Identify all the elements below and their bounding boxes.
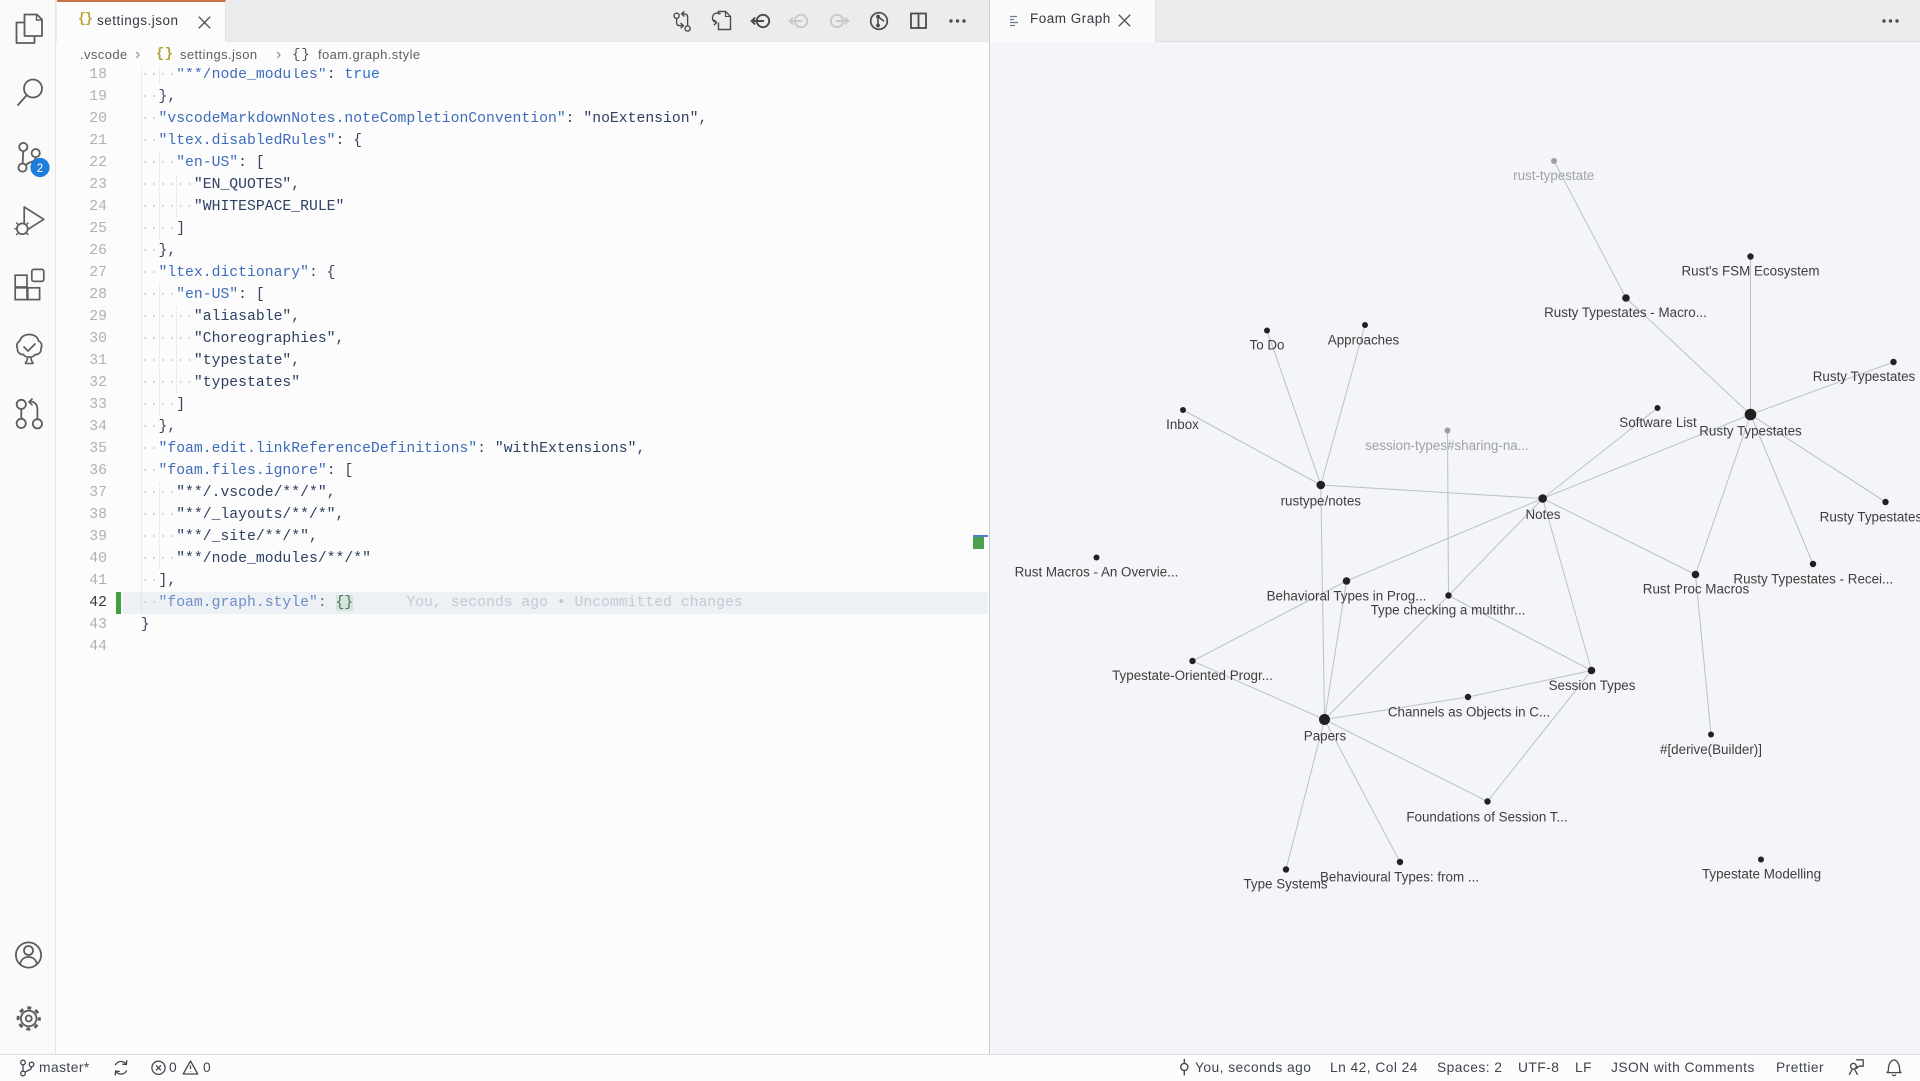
svg-text:Rusty Typestates: Rusty Typestates: [1699, 423, 1802, 438]
svg-text:Behavioral Types in Prog...: Behavioral Types in Prog...: [1267, 588, 1427, 603]
svg-text:Software List: Software List: [1619, 415, 1697, 430]
svg-text:Typestate Modelling: Typestate Modelling: [1702, 866, 1821, 881]
svg-text:Foundations of Session T...: Foundations of Session T...: [1406, 809, 1567, 824]
svg-text:To Do: To Do: [1250, 337, 1285, 352]
svg-text:rust-typestate: rust-typestate: [1513, 168, 1594, 183]
svg-text:Approaches: Approaches: [1328, 332, 1400, 347]
svg-text:Type Systems: Type Systems: [1243, 876, 1327, 891]
svg-text:Inbox: Inbox: [1166, 417, 1199, 432]
svg-text:Rusty Typestates - Recei...: Rusty Typestates - Recei...: [1733, 571, 1893, 586]
svg-text:Channels as Objects in C...: Channels as Objects in C...: [1388, 704, 1550, 719]
svg-text:Rusty Typestates - Macro...: Rusty Typestates - Macro...: [1544, 305, 1707, 320]
svg-text:Rust's FSM Ecosystem: Rust's FSM Ecosystem: [1682, 263, 1820, 278]
svg-text:Behavioural Types: from ...: Behavioural Types: from ...: [1320, 869, 1479, 884]
svg-text:rustype/notes: rustype/notes: [1281, 493, 1362, 508]
svg-text:#[derive(Builder)]: #[derive(Builder)]: [1660, 742, 1762, 757]
svg-text:Rust Proc Macros: Rust Proc Macros: [1643, 581, 1750, 596]
svg-text:Papers: Papers: [1304, 728, 1347, 743]
svg-text:Typestate-Oriented Progr...: Typestate-Oriented Progr...: [1112, 668, 1273, 683]
svg-text:Rusty Typestates: Rusty Typestates: [1813, 369, 1916, 384]
svg-text:Notes: Notes: [1526, 507, 1561, 522]
svg-text:2: 2: [37, 163, 43, 175]
svg-text:Rust Macros - An Overvie...: Rust Macros - An Overvie...: [1015, 564, 1179, 579]
svg-text:Rusty Typestates -: Rusty Typestates -: [1820, 510, 1920, 525]
svg-text:Type checking a multithr...: Type checking a multithr...: [1371, 602, 1526, 617]
svg-text:Session Types: Session Types: [1549, 678, 1636, 693]
svg-text:session-types#sharing-na...: session-types#sharing-na...: [1365, 438, 1529, 453]
